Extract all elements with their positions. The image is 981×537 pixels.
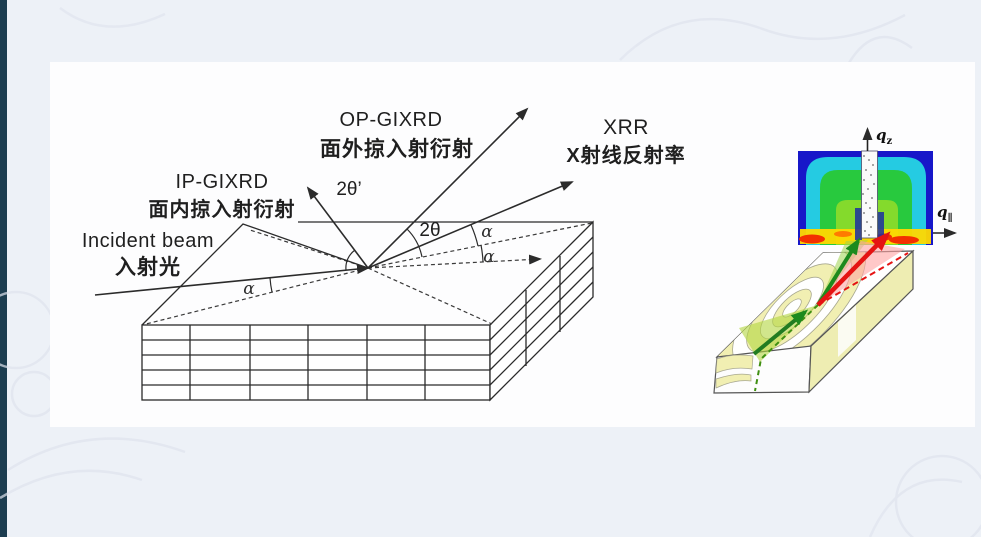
qz-axis-label: qz (876, 126, 892, 147)
xrr-label-en: XRR (603, 116, 649, 139)
alpha-label-upper: α (481, 222, 493, 242)
op-gixrd-label-en: OP-GIXRD (339, 109, 443, 131)
qpar-subscript: ∥ (947, 213, 953, 224)
two-theta-label: 2θ (419, 220, 441, 241)
two-theta-prime-label: 2θ’ (336, 179, 362, 200)
op-gixrd-label-zh: 面外掠入射衍射 (320, 138, 474, 161)
qz-symbol: q (876, 126, 887, 144)
qpar-symbol: q (937, 203, 948, 221)
left-edge-bar (0, 0, 7, 537)
ip-gixrd-label-zh: 面内掠入射衍射 (148, 199, 296, 221)
ip-gixrd-label-en: IP-GIXRD (175, 171, 269, 193)
qpar-axis-label: q∥ (937, 203, 953, 224)
xrr-label-zh: X射线反射率 (566, 145, 686, 167)
alpha-label-lower: α (483, 247, 495, 267)
alpha-label-incident: α (243, 279, 255, 299)
incident-beam-label-en: Incident beam (81, 230, 215, 252)
incident-beam-label-zh: 入射光 (115, 256, 181, 279)
qz-subscript: z (886, 136, 893, 147)
